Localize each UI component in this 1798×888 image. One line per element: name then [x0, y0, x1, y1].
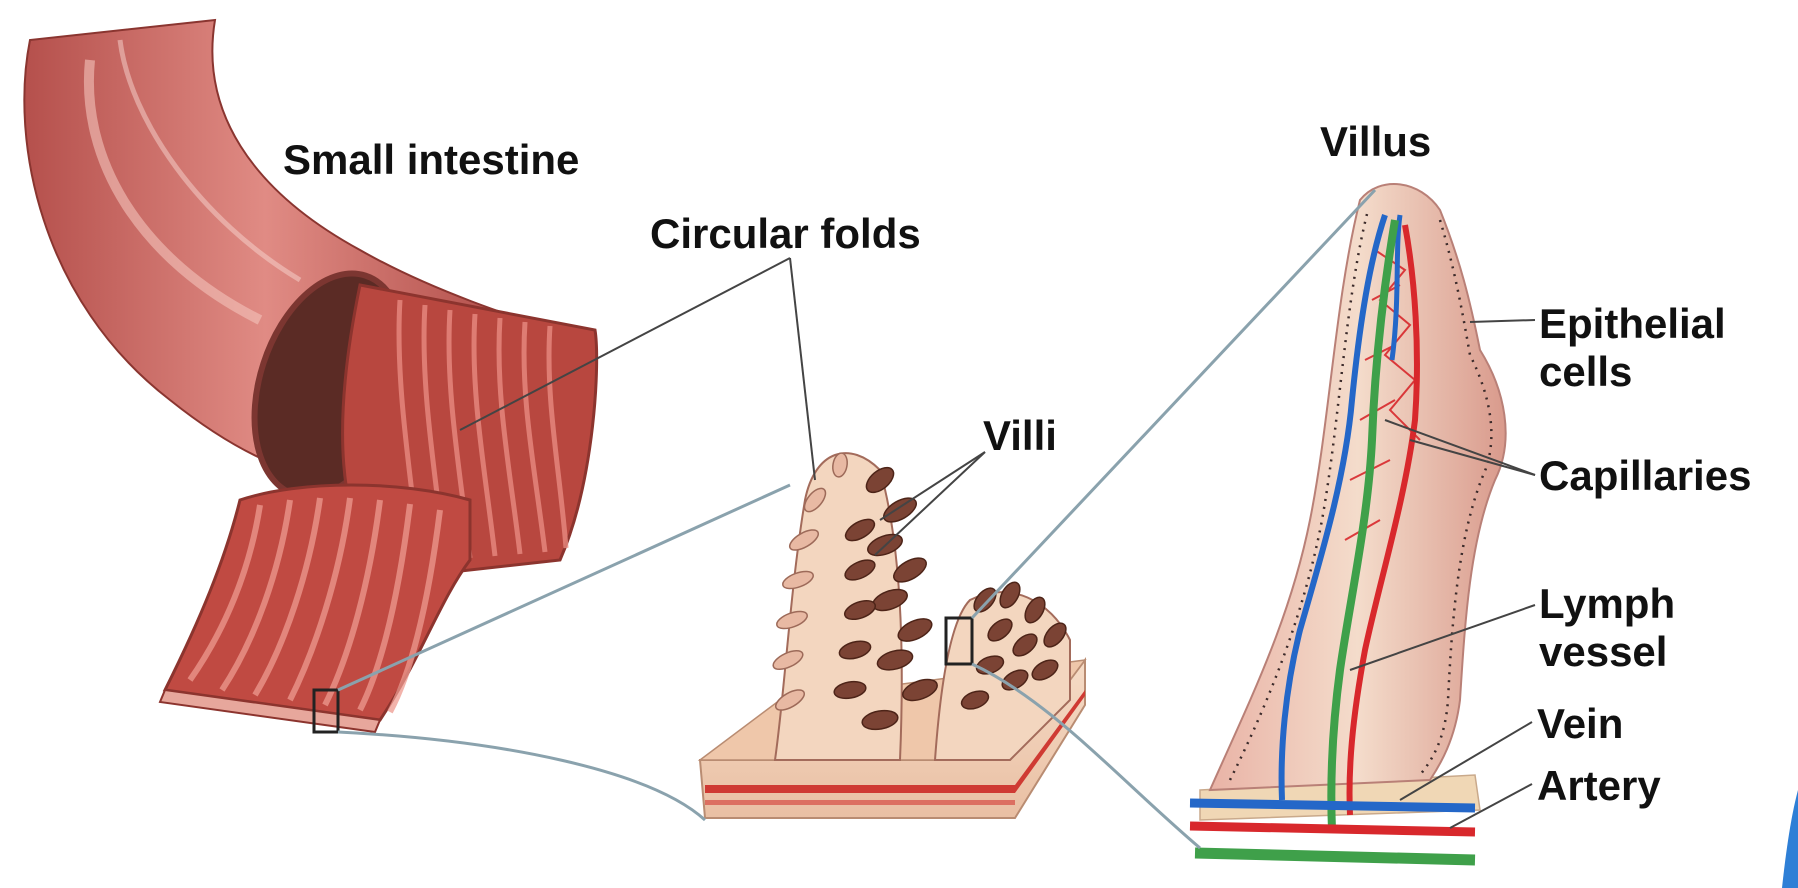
- label-villi: Villi: [983, 412, 1057, 460]
- label-lymph-line-1: Lymph: [1539, 580, 1675, 628]
- label-circular-folds: Circular folds: [650, 210, 921, 258]
- label-epithelial-cells: Epithelial cells: [1539, 300, 1726, 396]
- label-lymph-line-2: vessel: [1539, 628, 1675, 676]
- label-lymph-vessel: Lymph vessel: [1539, 580, 1675, 676]
- label-artery: Artery: [1537, 762, 1661, 810]
- label-villus: Villus: [1320, 118, 1431, 166]
- corner-accent: [1782, 790, 1798, 888]
- label-capillaries: Capillaries: [1539, 452, 1751, 500]
- small-intestine-illustration: [24, 20, 596, 732]
- label-vein: Vein: [1537, 700, 1623, 748]
- label-epithelial-line-2: cells: [1539, 348, 1726, 396]
- villi-section-illustration: [700, 452, 1085, 818]
- label-small-intestine: Small intestine: [283, 136, 579, 184]
- villus-illustration: [1190, 184, 1506, 860]
- label-epithelial-line-1: Epithelial: [1539, 300, 1726, 348]
